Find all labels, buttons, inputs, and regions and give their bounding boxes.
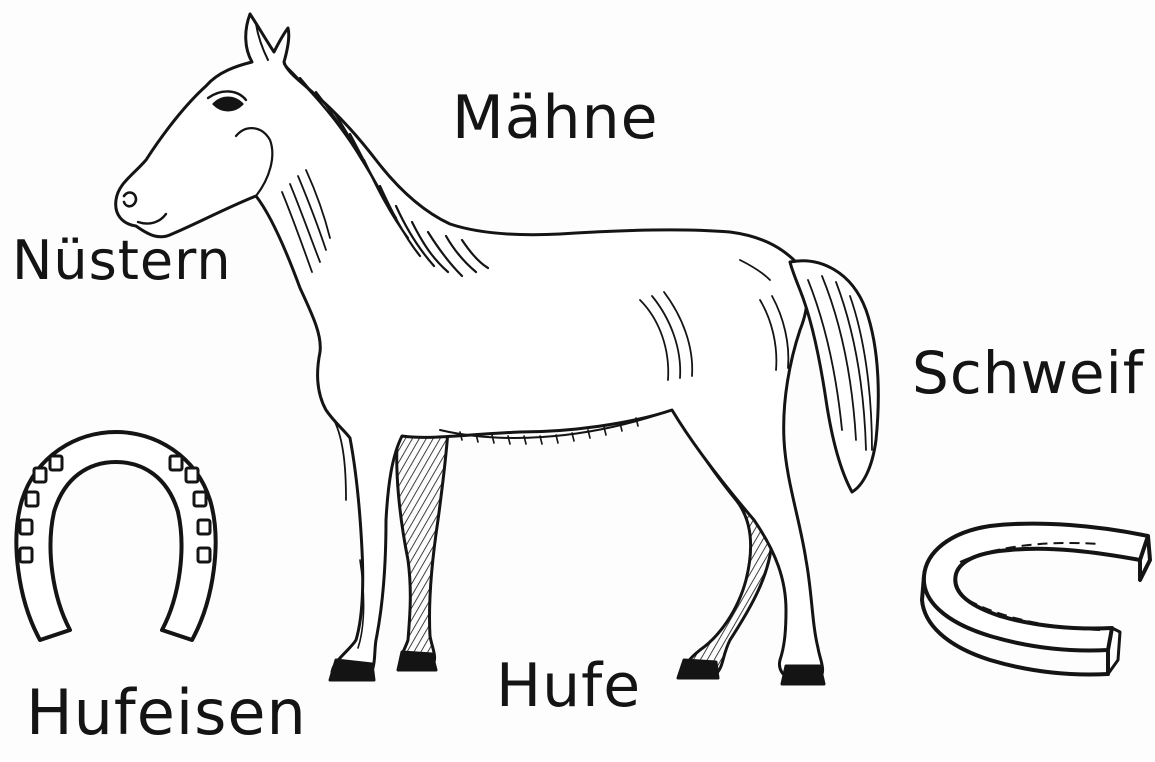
label-hooves: Hufe: [496, 656, 641, 716]
hoof-hind-far: [678, 660, 718, 678]
label-nostrils: Nüstern: [12, 234, 232, 288]
horseshoe-side-drawing: [922, 524, 1150, 675]
hoof-front-far: [398, 652, 436, 670]
hoof-front-near: [330, 660, 374, 680]
horse-eye: [214, 98, 242, 110]
horseshoe-front-drawing: [16, 432, 215, 640]
hoof-hind-near: [782, 666, 824, 684]
label-horseshoe: Hufeisen: [26, 682, 307, 744]
far-front-leg: [397, 430, 448, 666]
label-mane: Mähne: [452, 88, 659, 148]
label-tail: Schweif: [912, 344, 1144, 402]
